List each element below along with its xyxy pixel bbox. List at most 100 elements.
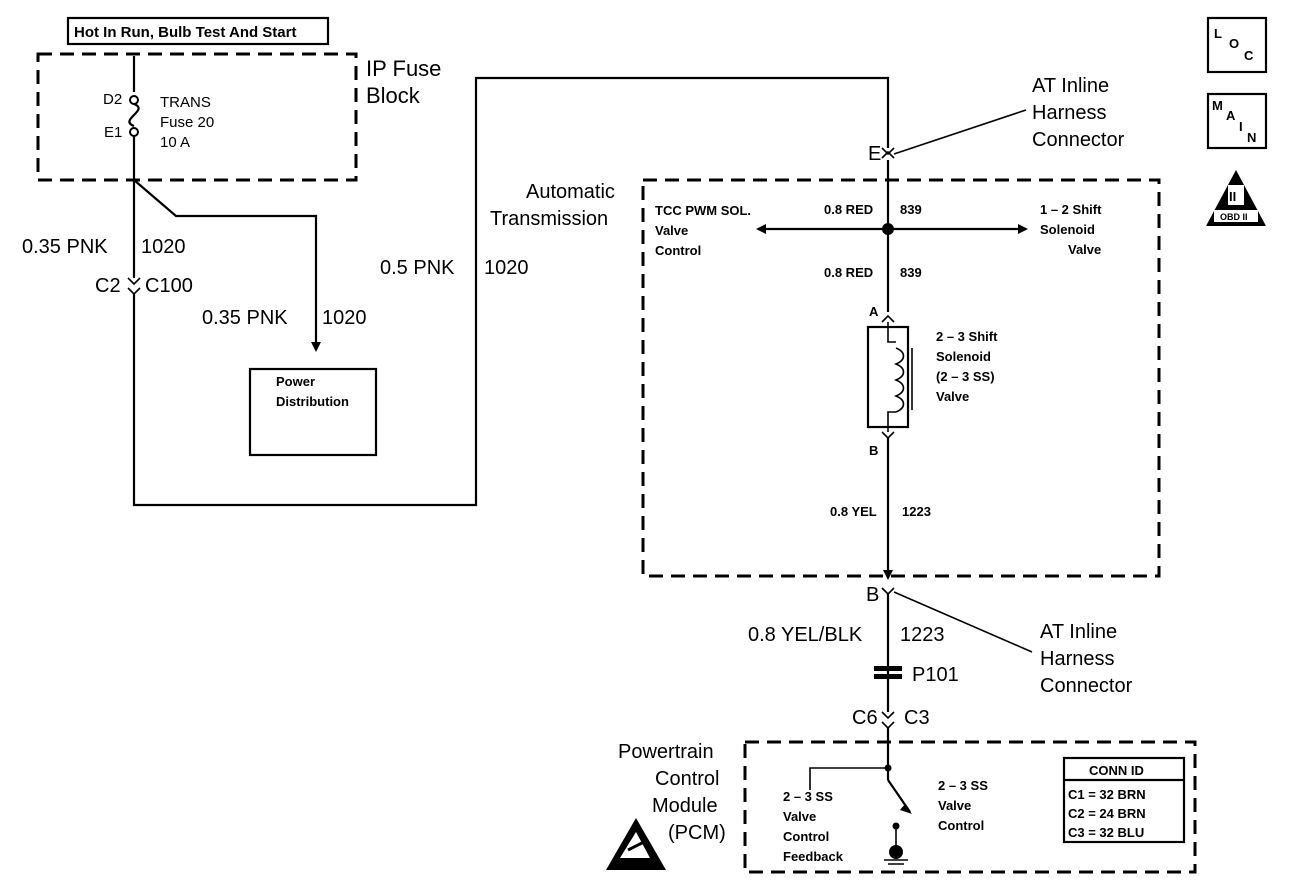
pcm-line3: Module (652, 795, 718, 817)
pcm-control-line1: 2 – 3 SS (938, 778, 988, 793)
power-distribution-line1: Power (276, 374, 315, 389)
loc-letter: L (1214, 26, 1222, 41)
left-wire-circuit: 1020 (141, 236, 186, 258)
fuse-20-symbol (128, 56, 140, 180)
red-lower-label: 0.8 RED (824, 265, 873, 280)
at-inline-top-line2: Harness (1032, 102, 1106, 124)
wire-branch-power-distribution (133, 179, 321, 352)
splice-dot (882, 223, 894, 235)
tcc-line3: Control (655, 243, 701, 258)
solenoid23-line4: Valve (936, 389, 969, 404)
pcm-switch-circuit (809, 728, 912, 865)
yel-inner-circuit: 1223 (902, 504, 931, 519)
tcc-line1: TCC PWM SOL. (655, 203, 751, 218)
conn-id-row: C2 = 24 BRN (1068, 806, 1146, 821)
power-distribution-box (248, 367, 378, 457)
pcm-line1: Powertrain (618, 741, 714, 763)
solenoid23-line1: 2 – 3 Shift (936, 329, 998, 344)
pcm-feedback-line2: Valve (783, 809, 816, 824)
connector-c100-label: C100 (145, 275, 193, 297)
solenoid23-line3: (2 – 3 SS) (936, 369, 995, 384)
pcm-feedback-line1: 2 – 3 SS (783, 789, 833, 804)
transmission-line1: Automatic (526, 181, 615, 203)
leader-at-inline-top (893, 109, 1027, 155)
connector-c2-c100 (127, 277, 141, 296)
red-lower-circuit: 839 (900, 265, 922, 280)
shift12-line1: 1 – 2 Shift (1040, 202, 1102, 217)
conn-id-row: C1 = 32 BRN (1068, 787, 1146, 802)
header-label-box (66, 16, 330, 46)
connector-pin-a (881, 314, 895, 323)
at-inline-top-line1: AT Inline (1032, 75, 1109, 97)
fuse-pin-d2: D2 (103, 91, 122, 108)
wire-pnk-loop (132, 76, 890, 507)
connector-p101 (874, 666, 902, 679)
main-letter: A (1226, 108, 1236, 123)
at-inline-bottom-line1: AT Inline (1040, 621, 1117, 643)
leader-at-inline-bottom (893, 591, 1033, 653)
at-inline-bottom-line3: Connector (1040, 675, 1133, 697)
at-inline-top-line3: Connector (1032, 129, 1125, 151)
pcm-feedback-line3: Control (783, 829, 829, 844)
pcm-line4: (PCM) (668, 822, 726, 844)
top-wire-label: 0.5 PNK (380, 257, 455, 279)
main-letter: N (1247, 130, 1256, 145)
at-inline-bottom-line2: Harness (1040, 648, 1114, 670)
yel-outer-circuit: 1223 (900, 624, 945, 646)
p101-label: P101 (912, 664, 959, 686)
tcc-line2: Valve (655, 223, 688, 238)
yel-outer-label: 0.8 YEL/BLK (748, 624, 863, 646)
automatic-transmission-outline (641, 178, 1161, 578)
pin-a-label: A (869, 304, 879, 319)
main-letter: M (1212, 98, 1223, 113)
red-upper-circuit: 839 (900, 202, 922, 217)
pcm-line2: Control (655, 768, 719, 790)
fuse-block-title-line1: IP Fuse (366, 56, 441, 81)
fuse-pin-e1: E1 (104, 124, 122, 141)
branch-wire-circuit: 1020 (322, 307, 367, 329)
power-distribution-line2: Distribution (276, 394, 349, 409)
solenoid-2-3-symbol (866, 322, 913, 432)
left-wire-label: 0.35 PNK (22, 236, 108, 258)
c3-label: C3 (904, 707, 930, 729)
conn-id-row: C3 = 32 BLU (1068, 825, 1144, 840)
shift12-line2: Solenoid (1040, 222, 1095, 237)
header-label-text: Hot In Run, Bulb Test And Start (74, 24, 296, 41)
fuse-name: TRANS (160, 94, 211, 111)
connector-c2-label: C2 (95, 275, 121, 297)
fuse-block-title-line2: Block (366, 83, 421, 108)
connector-pin-b (881, 431, 895, 440)
main-letter: I (1239, 119, 1243, 134)
pin-b-label: B (869, 443, 878, 458)
header-label: Hot In Run, Bulb Test And Start (66, 16, 330, 46)
top-wire-circuit: 1020 (484, 257, 529, 279)
pcm-feedback-line4: Feedback (783, 849, 844, 864)
pcm-control-line2: Valve (938, 798, 971, 813)
obd-label: OBD II (1220, 212, 1248, 222)
connector-c6-c3 (881, 711, 895, 720)
pcm-control-line3: Control (938, 818, 984, 833)
conn-id-title: CONN ID (1089, 763, 1144, 778)
yel-inner-label: 0.8 YEL (830, 504, 877, 519)
shift12-line3: Valve (1068, 242, 1101, 257)
connector-b-outer-label: B (866, 584, 879, 606)
conn-id-table (1062, 756, 1186, 844)
transmission-line2: Transmission (490, 208, 608, 230)
main-icon[interactable]: M A I N (1206, 92, 1268, 150)
ip-fuse-block-outline (36, 52, 358, 182)
loc-icon[interactable]: L O C (1206, 16, 1268, 74)
connector-b-outer (881, 587, 895, 596)
loc-letter: C (1244, 48, 1254, 63)
red-upper-label: 0.8 RED (824, 202, 873, 217)
connector-e (881, 147, 895, 159)
solenoid23-line2: Solenoid (936, 349, 991, 364)
obd-ii-icon[interactable]: II OBD II (1206, 170, 1266, 226)
esd-warning-icon (606, 818, 666, 870)
obd-numeral: II (1229, 189, 1236, 204)
branch-wire-label: 0.35 PNK (202, 307, 288, 329)
pcm-outline (743, 740, 1197, 874)
connector-e-label: E (868, 143, 881, 165)
fuse-rating: 10 A (160, 134, 190, 151)
loc-letter: O (1229, 36, 1239, 51)
